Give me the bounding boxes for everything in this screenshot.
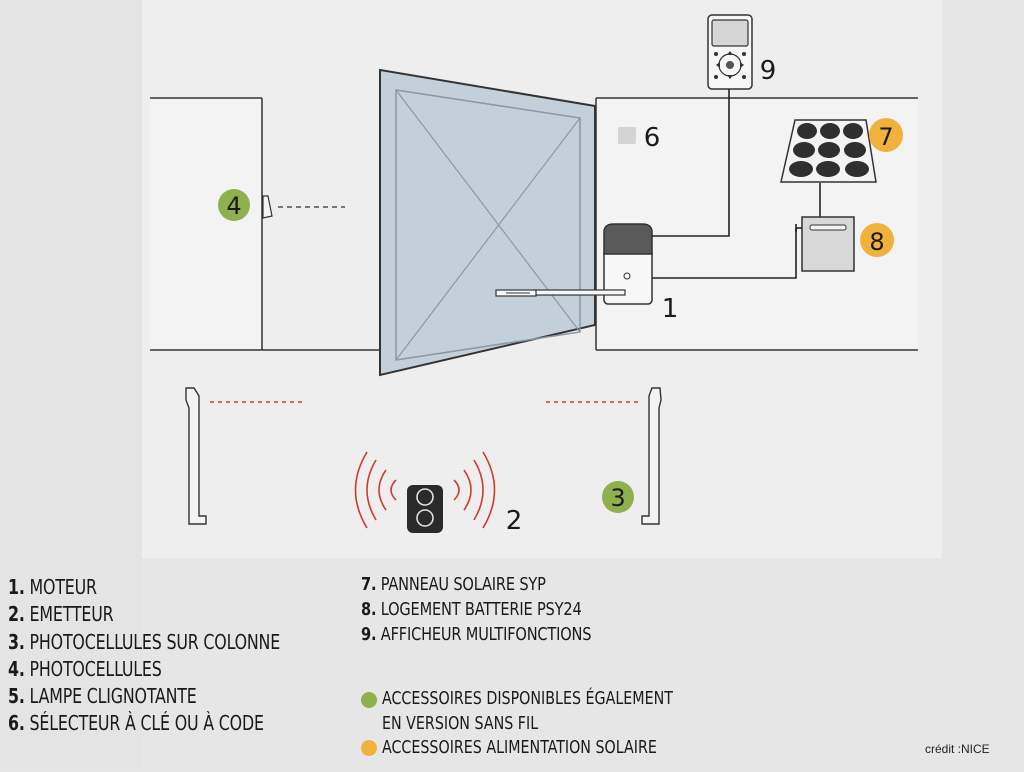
callout-8-badge	[860, 223, 894, 257]
selector-icon	[618, 127, 636, 144]
left-column-photocell	[185, 387, 304, 525]
callout-2: 2	[506, 506, 523, 536]
legend-item-1: 1. MOTEUR	[8, 575, 97, 599]
legend-item-6: 6. SÉLECTEUR À CLÉ OU À CODE	[8, 711, 264, 735]
callout-4: 4	[226, 192, 241, 220]
callout-7: 7	[878, 123, 893, 151]
note-wireless-line2: EN VERSION SANS FIL	[382, 713, 539, 734]
orange-dot-icon	[361, 740, 377, 756]
legend-item-5: 5. LAMPE CLIGNOTANTE	[8, 684, 197, 708]
multifunction-display	[707, 14, 753, 90]
gate-leaf	[379, 68, 596, 377]
legend-item-4: 4. PHOTOCELLULES	[8, 657, 162, 681]
callout-8: 8	[869, 228, 884, 256]
callout-3: 3	[610, 484, 625, 512]
legend-item-2: 2. EMETTEUR	[8, 602, 114, 626]
note-wireless-line1: ACCESSOIRES DISPONIBLES ÉGALEMENT	[382, 688, 673, 709]
legend-item-9: 9. AFFICHEUR MULTIFONCTIONS	[361, 624, 592, 645]
motor	[495, 223, 653, 305]
callout-4-badge	[218, 189, 250, 221]
wall-photocell	[262, 195, 345, 219]
callout-1: 1	[662, 294, 679, 324]
cables	[652, 89, 821, 279]
right-column-photocell	[546, 387, 662, 525]
radio-waves-icon	[354, 451, 496, 529]
note-solar: ACCESSOIRES ALIMENTATION SOLAIRE	[382, 737, 657, 758]
legend-item-3: 3. PHOTOCELLULES SUR COLONNE	[8, 630, 281, 654]
callout-7-badge	[869, 118, 903, 152]
callout-6: 6	[644, 123, 661, 153]
legend-item-8: 8. LOGEMENT BATTERIE PSY24	[361, 599, 582, 620]
credit-text: crédit :NICE	[925, 742, 990, 756]
callout-3-badge	[602, 481, 634, 513]
solar-panel	[780, 119, 877, 183]
legend-item-7: 7. PANNEAU SOLAIRE SYP	[361, 574, 546, 595]
left-background	[0, 0, 142, 768]
callout-9: 9	[760, 56, 777, 86]
transmitter-remote	[354, 451, 496, 533]
green-dot-icon	[361, 692, 377, 708]
left-wall	[150, 97, 380, 351]
battery-housing	[801, 216, 855, 272]
